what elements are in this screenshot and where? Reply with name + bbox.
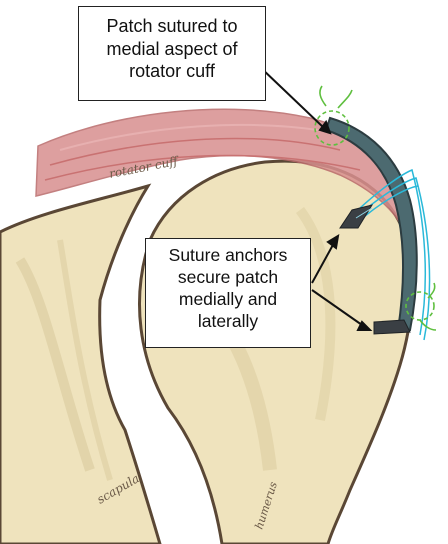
callout-line: rotator cuff xyxy=(79,60,265,83)
suture-anchor-lateral xyxy=(374,320,410,334)
callout-line: Patch sutured to xyxy=(79,15,265,38)
callout-line: secure patch xyxy=(146,267,310,289)
callout-line: medial aspect of xyxy=(79,38,265,61)
callout-line: Suture anchors xyxy=(146,245,310,267)
suture-anchors-callout: Suture anchors secure patch medially and… xyxy=(145,238,311,348)
scapula xyxy=(0,186,160,544)
callout-line: laterally xyxy=(146,311,310,333)
callout-line: medially and xyxy=(146,289,310,311)
patch-sutured-callout: Patch sutured to medial aspect of rotato… xyxy=(78,6,266,101)
